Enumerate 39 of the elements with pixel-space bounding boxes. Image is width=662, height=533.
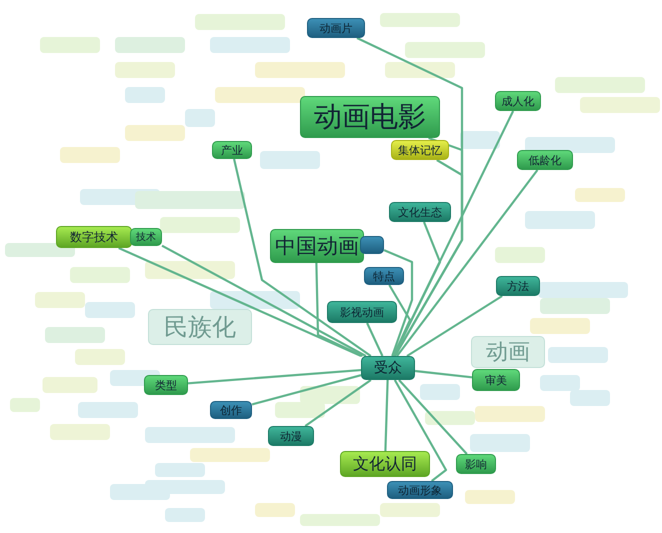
- keyword-box: 方法: [496, 276, 540, 296]
- connector-line: [252, 374, 362, 406]
- connector-line: [396, 169, 538, 357]
- connector-line: [394, 379, 448, 482]
- keyword-box: 审美: [472, 369, 520, 391]
- keyword-box: 动画形象: [387, 481, 453, 499]
- connector-line: [384, 249, 414, 356]
- keyword-box: 类型: [144, 375, 188, 395]
- keyword-box: 低龄化: [517, 150, 573, 170]
- connector-line: [118, 247, 362, 357]
- connector-line: [414, 370, 472, 378]
- keyword-box: 中国动画: [270, 229, 364, 263]
- connector-line: [384, 380, 389, 452]
- connector-line: [406, 295, 503, 357]
- keyword-box: [360, 236, 384, 254]
- keyword-box: 成人化: [495, 91, 541, 111]
- keyword-box: 技术: [130, 228, 162, 246]
- keyword-box: 动画片: [307, 18, 365, 38]
- keyword-box: 民族化: [148, 309, 252, 345]
- connector-line: [398, 379, 468, 455]
- keyword-box: 动漫: [268, 426, 314, 446]
- keyword-box: 影视动画: [327, 301, 397, 323]
- keyword-box: 集体记忆: [391, 140, 449, 160]
- keyword-box: 动画电影: [300, 96, 440, 138]
- connector-line: [304, 379, 372, 427]
- keyword-box: 产业: [212, 141, 252, 159]
- connector-line: [366, 322, 384, 356]
- connector-line: [161, 244, 366, 357]
- keyword-box: 特点: [364, 267, 404, 285]
- connector-line: [188, 368, 362, 384]
- connector-line: [233, 158, 372, 357]
- keyword-box: 影响: [456, 454, 496, 474]
- keyword-box: 动画: [471, 336, 545, 368]
- keyword-box: 文化生态: [389, 202, 451, 222]
- connector-line: [315, 262, 364, 357]
- keyword-box: 文化认同: [340, 451, 430, 477]
- keyword-box: 创作: [210, 401, 252, 419]
- keyword-box: 受众: [361, 356, 415, 380]
- keyword-box: 数字技术: [56, 226, 132, 248]
